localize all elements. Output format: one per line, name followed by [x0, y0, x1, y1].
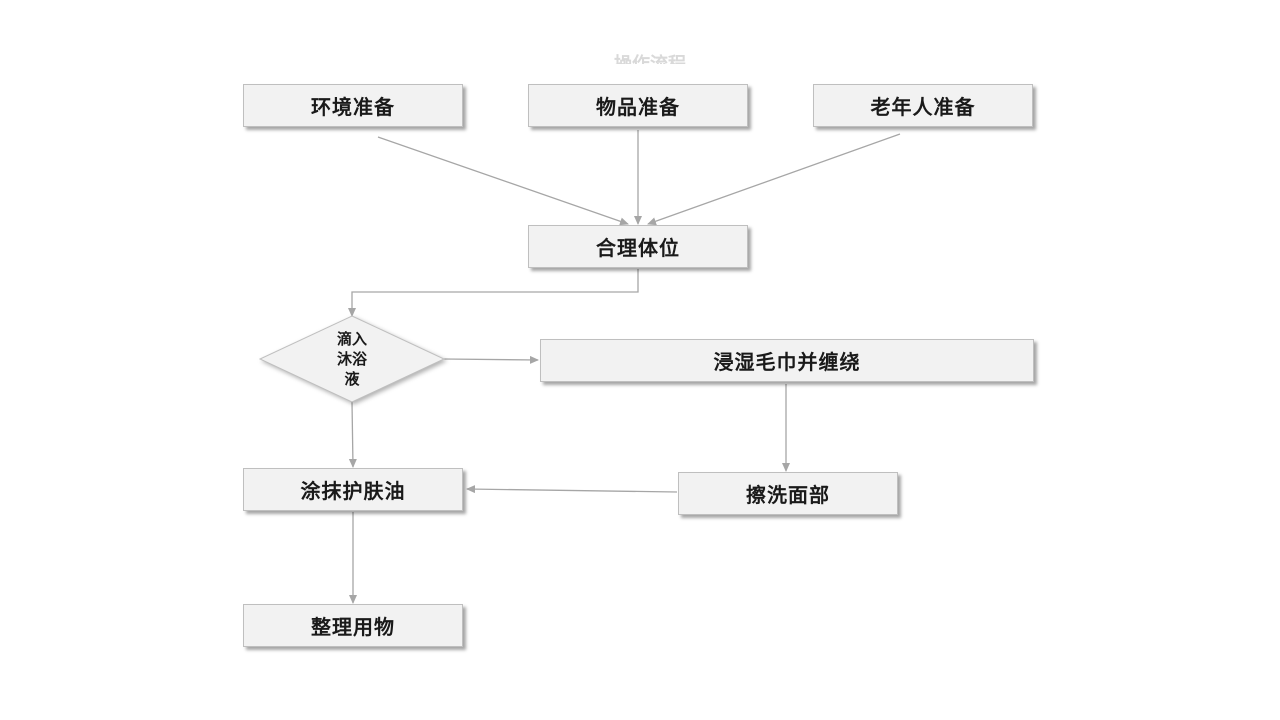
connector-decision-to-soak: [443, 355, 539, 364]
connector-env-to-position: [377, 136, 629, 226]
node-wash-face: 擦洗面部: [678, 472, 898, 515]
node-soak-towel: 浸湿毛巾并缠绕: [540, 339, 1034, 382]
node-items-prep: 物品准备: [528, 84, 748, 127]
connector-position-to-decision: [348, 269, 639, 317]
decision-label: 滴入 沐浴 液: [336, 330, 367, 388]
decision-diamond: [258, 315, 446, 403]
node-environment-prep: 环境准备: [243, 84, 463, 127]
connector-decision-to-oil: [348, 401, 357, 468]
node-elder-prep: 老年人准备: [813, 84, 1033, 127]
node-proper-position: 合理体位: [528, 225, 748, 268]
node-tidy-up: 整理用物: [243, 604, 463, 647]
connector-wash-to-oil: [466, 485, 678, 494]
connector-elder-to-position: [647, 133, 901, 226]
slide-title-fragment: 操作流程: [560, 50, 740, 64]
node-apply-oil: 涂抹护肤油: [243, 468, 463, 511]
